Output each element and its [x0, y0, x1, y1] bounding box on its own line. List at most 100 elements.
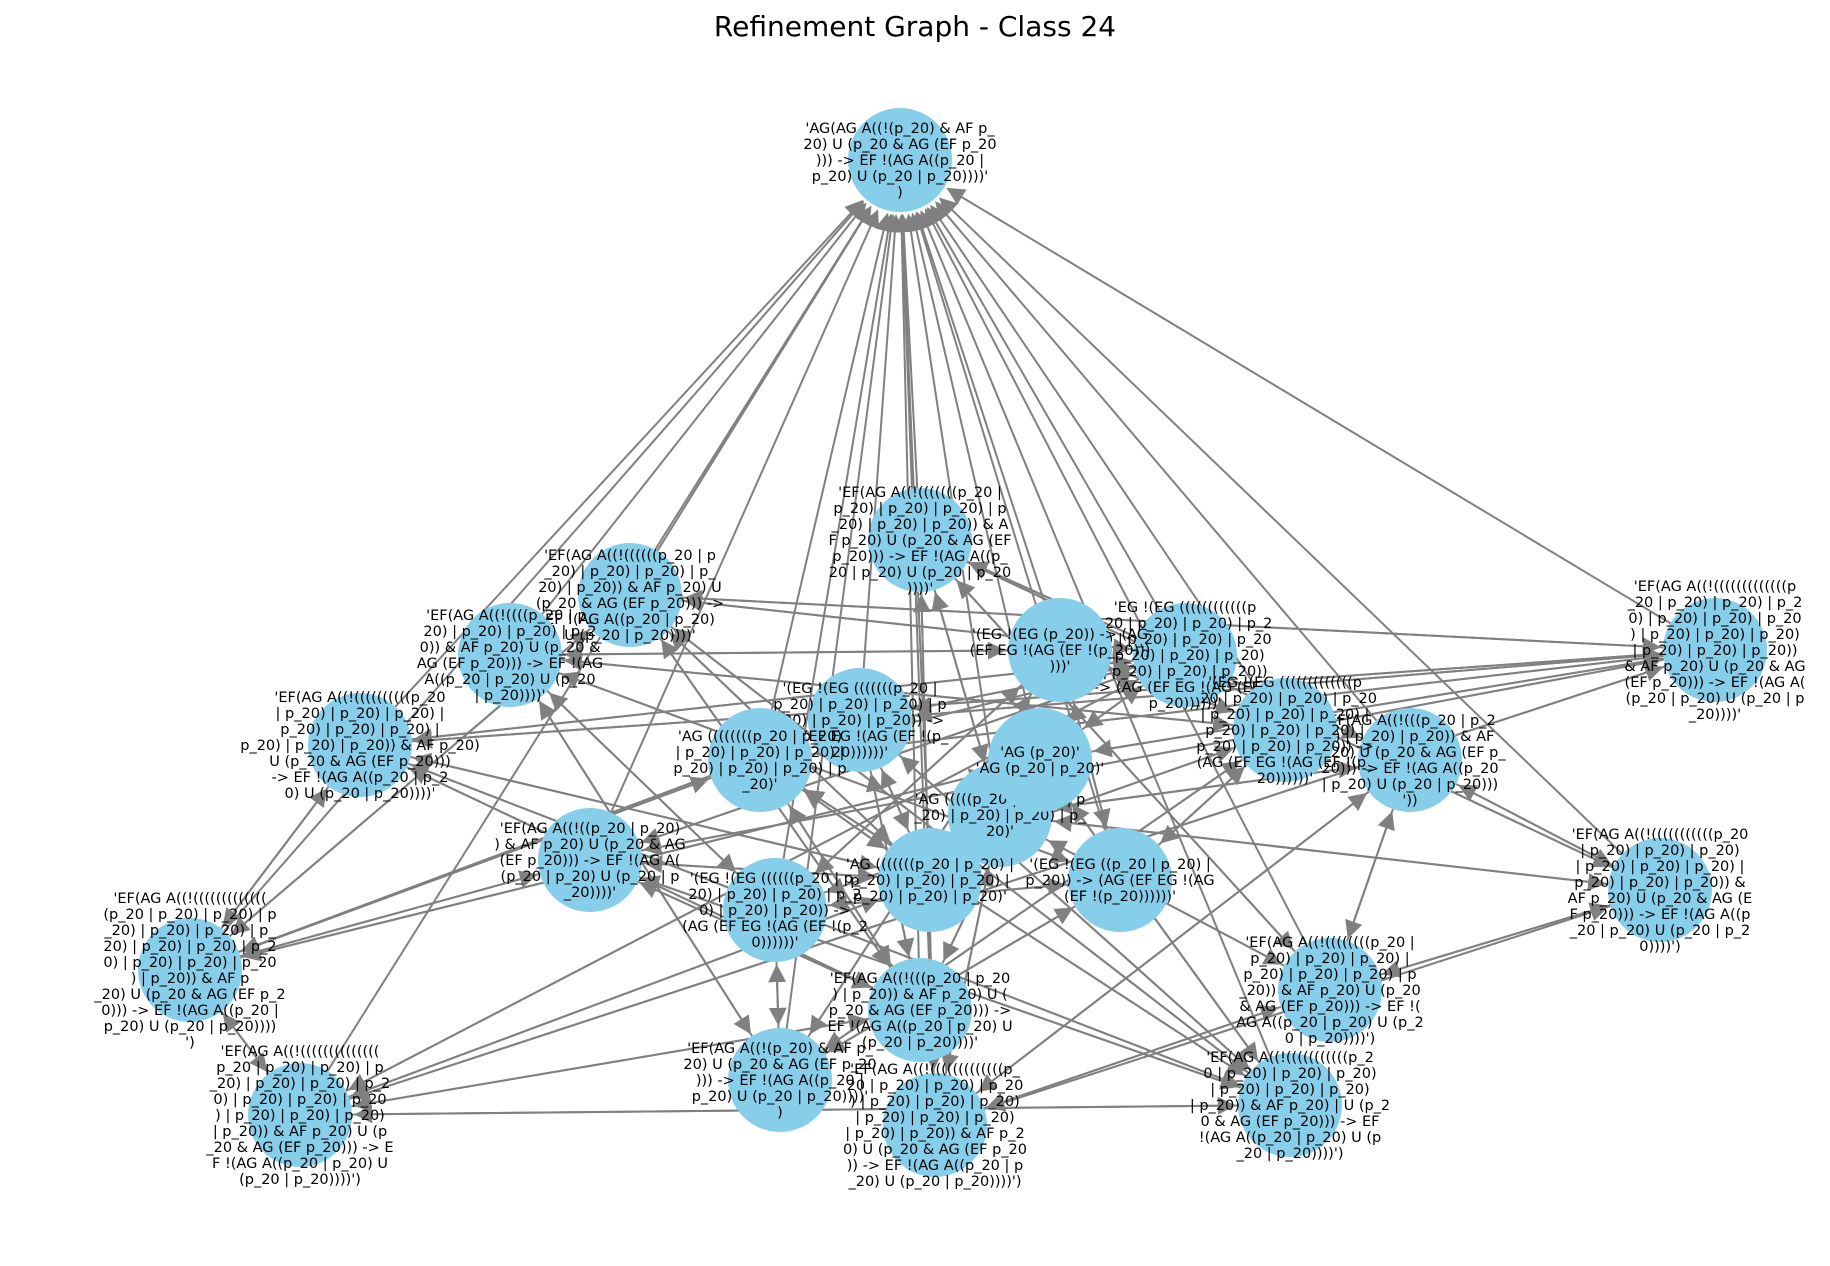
node-label-line: | p_20) | p_20) | p_20) | [1576, 859, 1745, 875]
graph-node: 'AG ((((((((p_20 | p_20)| p_20) | p_20) … [673, 708, 847, 812]
graph-node: 'EF(AG A((!(p_20) & AF p_20) U (p_20 & A… [683, 1028, 877, 1132]
node-label-line: '(EG !(EG (p_20)) -> (AG [972, 627, 1148, 643]
edge-n11-n5 [220, 788, 328, 930]
edge-n20-n0 [913, 211, 1045, 601]
node-circle [1238, 1053, 1342, 1157]
edge-n10-n0 [939, 197, 1624, 855]
node-label-line: F p_20))) -> EF !(AG A((p [1570, 907, 1751, 923]
node-label-line: _20) | p_20) | p_20)) -> [775, 713, 944, 729]
edge-n18-n6 [975, 793, 1368, 1095]
node-label-line: p_20) | p_20) | p_20) | [280, 722, 439, 738]
node-label-line: 0))))))' [751, 935, 798, 951]
graph-node: 'EF(AG A((!(((p_20 | p_20) | p_20)) & AF… [827, 958, 1013, 1062]
node-circle [728, 1028, 832, 1132]
node-label-line: 'EF(AG A((!((((p_20 | p_ [426, 608, 595, 624]
graph-node: 'EF(AG A((!((((((((((((((p_20 | p_20) | … [205, 1044, 393, 1188]
node-label-line: _20) | p_20) | p_20) | p_ [913, 808, 1086, 824]
node-label-line: p_20)) -> (AG (EF EG !(AG [1025, 873, 1214, 889]
edge-n23-n21 [804, 791, 889, 851]
node-label-line: _20) | p_20) | p_20) | p_2 [209, 1076, 390, 1092]
edge-n13-n0 [862, 214, 904, 669]
node-circle [308, 693, 412, 797]
node-label-line: ))))' [907, 581, 934, 597]
node-label-line: (p_20 & AG (EF p_20))) -> [536, 596, 724, 612]
node-label-line: 0) | p_20) | p_20) | p_20 [1098, 632, 1271, 648]
node-label-line: | p_20) | p_20) | p_20) [1105, 648, 1264, 664]
graph-node: 'EF(AG A((!(((((((((((p_20| p_20) | p_20… [1568, 827, 1753, 955]
edge-n22-n10 [1051, 819, 1607, 891]
node-label-line: p_20 | p_20) | p_20) | p [216, 1060, 384, 1076]
node-circle [1608, 838, 1712, 942]
node-label-line: p_20) | p_20) | p_20)) & [1574, 875, 1745, 891]
node-label-line: AG A((p_20 | p_20) U (p_2 [1236, 1015, 1423, 1031]
node-label-line: _20 | p_20) | p_20) | p_20 [1192, 691, 1377, 707]
node-label-line: '(EG !(EG (((((((p_20 | [782, 681, 937, 697]
edge-n6-n0 [935, 201, 1378, 722]
node-label-line: (EF EG !(AG (EF !(p_20))) [970, 643, 1151, 659]
node-label-line: | p_20)) & AF p_20) U (p [213, 1124, 387, 1140]
node-label-line: 0 & AG (EF p_20))) -> EF [1200, 1114, 1379, 1130]
node-label-line: 0) | p_20) | p_20) | p_20 [1628, 611, 1801, 627]
node-label-line: p_20) | p_20) | p_20) | p [773, 697, 946, 713]
node-label-line: & AG (EF p_20))) -> EF !( [1239, 999, 1420, 1015]
node-label-line: | p_20) | p_20) | p_20) [1580, 843, 1739, 859]
graph-node: 'AG (p_20)''AG (p_20 | p_20)' [976, 708, 1104, 812]
node-circle [248, 1063, 352, 1167]
node-label-line: F p_20) U (p_20 & AG (EF [828, 533, 1011, 549]
graph-node: 'EG !(EG ((((((((((((p_20 | p_20) | p_20… [1094, 600, 1276, 712]
edge-n22-n0 [901, 213, 994, 764]
node-label-line: | p_20) | p_20) | p_20) [855, 1110, 1014, 1126]
graph-node: 'EF(AG A((!((((((p_20 | p_20) | p_20) | … [536, 543, 724, 647]
node-label-line: 'EF(AG A((!((p_20 | p_20) [500, 821, 681, 837]
node-label-line: p_20) U (p_20 | p_20))))' [812, 169, 989, 185]
node-label-line: AF p_20) U (p_20 & AG (E [1568, 891, 1753, 907]
node-label-line: | p_20)) & AF p_20) | U (p_2 [1190, 1098, 1390, 1114]
node-label-line: 'EF(AG A((!((((((((((((( [113, 891, 266, 907]
graph-node: 'EF(AG A((!((((((((((((((p_20 | p_20) | … [93, 891, 285, 1051]
edge-n21-n0 [770, 212, 893, 710]
edge-n24-n8 [1157, 766, 1245, 846]
node-label-line: 20))))))' [1257, 771, 1313, 787]
node-circle [988, 708, 1092, 812]
edge-n12-n4 [549, 692, 739, 875]
node-label-line: | p_20) | p_20) | p_20) [1210, 1082, 1369, 1098]
graph-node: 'AG (((((((p_20 | p_20) |p_20) | p_20) |… [846, 828, 1014, 932]
node-circle [538, 808, 642, 912]
node-label-line: | p_20) | p_20) | p_20) | [276, 706, 445, 722]
node-label-line: _20))))' [563, 885, 616, 901]
edge-n14-n10 [1379, 902, 1609, 976]
node-label-line: (AG (EF EG !(AG (EF !(p_ [772, 729, 949, 745]
graph-node: 'EF(AG A((!(((((((p_20 |p_20) | p_20) | … [828, 485, 1011, 597]
node-label-line: p_20) | p_20) | p_20)) & AF p_20) [240, 738, 480, 754]
node-label-line: (p_20 | p_20))))') [239, 1172, 361, 1188]
node-label-line: '(EG !(EG ((((((p_20 | p_ [690, 871, 861, 887]
node-label-line: | p_20) U (p_20 | p_20))) [1322, 777, 1498, 793]
node-label-line: | p_20) | p_20) | p_20)) [1102, 664, 1267, 680]
edge-n21-n15 [787, 803, 891, 965]
node-label-line: p_20))) -> EF !(AG A((p_ [832, 549, 1008, 565]
node-label-line: 'EG !(EG ((((((((((((p [1114, 600, 1257, 616]
node-label-line: ) & AF p_20) U (p_20 & AG [494, 837, 685, 853]
node-label-line: 0)) & AF p_20) U (p_20 & [420, 640, 601, 656]
node-circle [1008, 598, 1112, 702]
node-label-line: 20))) -> EF !(AG A((p_20 [1321, 761, 1498, 777]
node-label-line: (p_20 | p_20))))' [862, 1035, 978, 1051]
edge-n25-n7 [1081, 686, 1142, 731]
edge-n7-n0 [927, 206, 1160, 611]
graph-node: 'AG(AG A((!(p_20) & AF p_20) U (p_20 & A… [803, 108, 997, 212]
node-label-line: ))) -> EF !(AG A((p_20 | [816, 153, 984, 169]
node-label-line: 20)' [986, 824, 1014, 840]
node-label-line: AG (EF p_20))) -> EF !(AG [417, 656, 603, 672]
node-label-line: p_20 & AG (EF p_20))) -> [829, 1003, 1012, 1019]
node-label-line: _20 | p_20) U (p_20 | p_2 [1569, 923, 1751, 939]
node-label-line: 0) U (p_20 | p_20))))' [285, 786, 436, 802]
node-circle [1278, 938, 1382, 1042]
edge-n11-n9 [239, 870, 538, 958]
node-label-line: 0) | p_20) | p_20) | p_20 [103, 955, 276, 971]
node-label-line: _20) U (p_20 & AG (EF p_2 [93, 987, 285, 1003]
node-circle [578, 543, 682, 647]
node-label-line: p_20) | p_20) | p_20) | [850, 873, 1009, 889]
node-label-line: p_20))))))' [1149, 696, 1222, 712]
node-layer: 'AG(AG A((!(p_20) & AF p_20) U (p_20 & A… [93, 108, 1806, 1190]
